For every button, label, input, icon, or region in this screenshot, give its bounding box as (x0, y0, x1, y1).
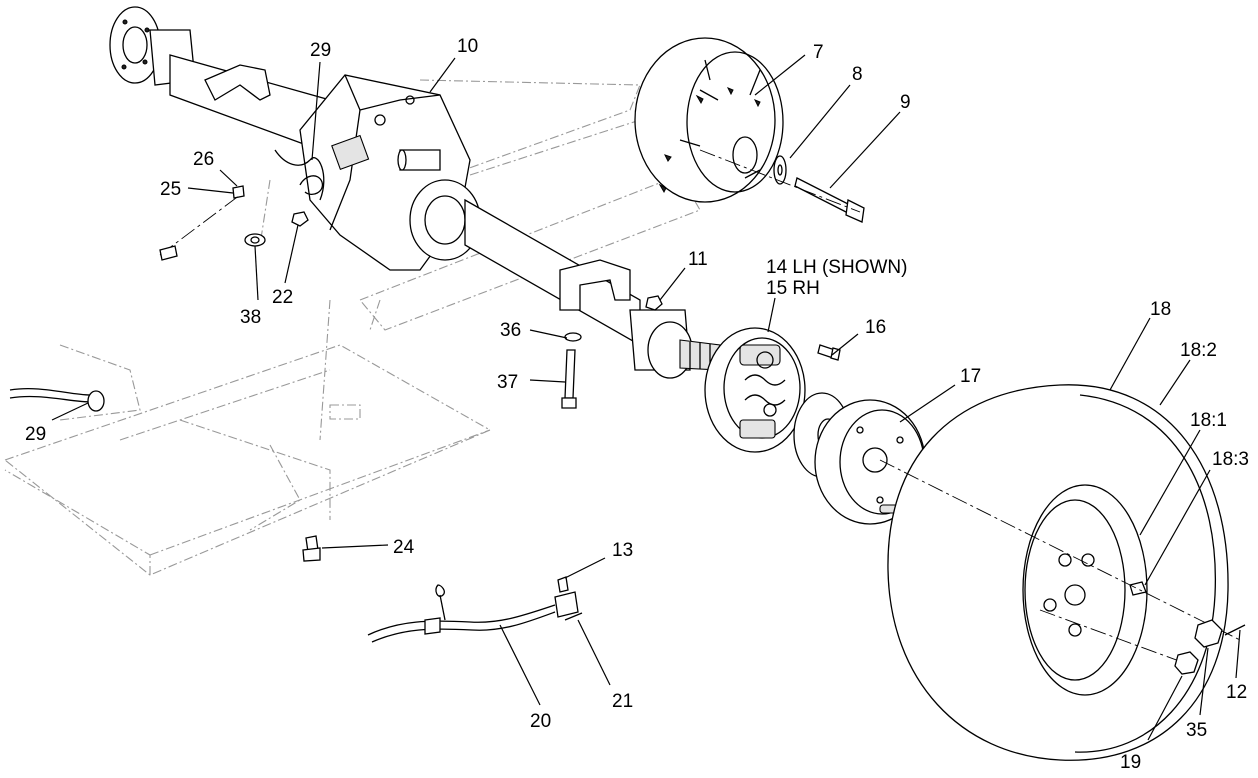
callout-11: 11 (688, 249, 708, 270)
bolt (794, 177, 865, 223)
brake-cable (367, 584, 579, 643)
callout-25: 25 (160, 179, 181, 200)
callout-12: 12 (1226, 682, 1247, 703)
washer-38 (244, 233, 266, 247)
callout-37: 37 (497, 372, 518, 393)
nut-22 (291, 211, 309, 227)
cotter-pin (1224, 624, 1246, 636)
axle-assembly (109, 6, 721, 379)
screw (817, 344, 841, 361)
callout-labels: 7 8 9 10 29 11 14 LH (SHOWN) 15 RH 16 17… (25, 36, 1249, 773)
callout-20: 20 (530, 711, 551, 732)
callout-18: 18 (1150, 299, 1171, 320)
bolt-25 (159, 245, 178, 261)
castle-nut (1194, 619, 1223, 648)
callout-15: 15 RH (766, 278, 820, 299)
callout-22: 22 (272, 287, 293, 308)
callout-8: 8 (852, 64, 863, 85)
wheel-tire (887, 384, 1229, 761)
callout-21: 21 (612, 691, 633, 712)
callout-36: 36 (500, 320, 521, 341)
nut-11 (645, 295, 663, 311)
frame-phantom (3, 79, 701, 576)
bolt-37 (561, 349, 577, 409)
callout-18-2: 18:2 (1180, 340, 1217, 361)
clip-26 (232, 185, 245, 199)
brake-drum (793, 392, 926, 525)
washer (773, 155, 787, 185)
callout-18-1: 18:1 (1190, 410, 1227, 431)
callout-10: 10 (457, 36, 478, 57)
callout-9: 9 (900, 92, 911, 113)
brake-assembly (704, 327, 806, 453)
callout-18-3: 18:3 (1212, 449, 1249, 470)
bolt-24 (302, 535, 321, 562)
lug-nut (1174, 651, 1199, 675)
callout-13: 13 (612, 540, 633, 561)
callout-26: 26 (193, 149, 214, 170)
callout-24: 24 (393, 537, 415, 558)
callout-38: 38 (240, 307, 261, 328)
cable-cotter-pin (564, 612, 583, 621)
leader-lines (51, 54, 1241, 741)
callout-16: 16 (865, 317, 886, 338)
callout-29-left: 29 (25, 424, 46, 445)
washer-36 (564, 332, 582, 342)
callout-17: 17 (960, 366, 981, 387)
callout-7: 7 (813, 42, 824, 63)
callout-29-top: 29 (310, 40, 331, 61)
callout-19: 19 (1120, 752, 1141, 773)
callout-14: 14 LH (SHOWN) (766, 257, 907, 278)
pulley (634, 37, 784, 203)
callout-35: 35 (1186, 720, 1207, 741)
clevis-pin (557, 576, 569, 593)
